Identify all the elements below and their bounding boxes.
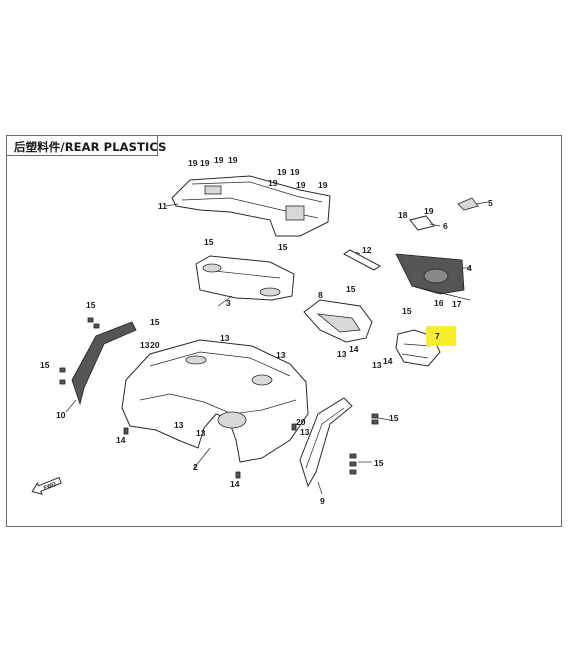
callout-14-d: 14 [230, 479, 240, 489]
rear-rack-part[interactable] [171, 175, 331, 237]
callout-12: 12 [362, 245, 372, 255]
callout-5: 5 [488, 198, 493, 208]
leader-lines [65, 201, 489, 495]
callout-3: 3 [226, 298, 231, 308]
title-box [6, 135, 158, 156]
callout-13-h: 13 [300, 427, 310, 437]
highlight-callout-7[interactable]: 7 [426, 326, 456, 346]
callout-2: 2 [193, 462, 198, 472]
callout-18: 18 [398, 210, 408, 220]
fwd-label: FWD [43, 481, 57, 491]
callout-15-a: 15 [204, 237, 214, 247]
fastener-group [59, 317, 379, 479]
callout-14-b: 14 [383, 356, 393, 366]
callout-15-i: 15 [374, 458, 384, 468]
callout-10: 10 [56, 410, 66, 420]
callout-9: 9 [320, 496, 325, 506]
callout-14-a: 14 [349, 344, 359, 354]
callout-13-f: 13 [174, 420, 184, 430]
callout-8: 8 [318, 290, 323, 300]
right-mudflap-part[interactable] [299, 397, 353, 488]
callout-15-e: 15 [86, 300, 96, 310]
callout-7: 7 [435, 331, 440, 341]
left-mudflap-part[interactable] [71, 321, 137, 406]
inner-panel-part[interactable] [195, 255, 295, 301]
callout-15-d: 15 [402, 306, 412, 316]
callout-19-b: 19 [200, 158, 210, 168]
callout-15-h: 15 [389, 413, 399, 423]
callout-19-i: 19 [318, 180, 328, 190]
callout-4: 4 [467, 263, 472, 273]
callout-13-g: 13 [196, 428, 206, 438]
clip-part[interactable] [457, 197, 479, 211]
callout-15-b: 15 [278, 242, 288, 252]
callout-13-b: 13 [372, 360, 382, 370]
rear-fender-part[interactable] [121, 339, 309, 463]
callout-19-c: 19 [214, 155, 224, 165]
callout-13-d: 13 [220, 333, 230, 343]
callout-20-a: 20 [150, 340, 160, 350]
callout-20-b: 20 [296, 417, 306, 427]
fwd-badge: FWD [31, 476, 62, 495]
callout-14-c: 14 [116, 435, 126, 445]
callout-11: 11 [158, 201, 167, 211]
page-title: 后塑料件/REAR PLASTICS [14, 140, 167, 154]
callout-19-j: 19 [424, 206, 434, 216]
callout-13-e: 13 [276, 350, 286, 360]
callout-19-e: 19 [277, 167, 287, 177]
callout-16: 16 [434, 298, 444, 308]
callout-15-c: 15 [346, 284, 356, 294]
callout-19-h: 19 [296, 180, 306, 190]
rod-part[interactable] [343, 249, 381, 271]
diagram-frame [6, 135, 562, 527]
callout-15-f: 15 [150, 317, 160, 327]
callout-15-g: 15 [40, 360, 50, 370]
callout-13-c: 13 [140, 340, 150, 350]
callout-19-a: 19 [188, 158, 198, 168]
callout-19-g: 19 [268, 178, 278, 188]
callout-13-a: 13 [337, 349, 347, 359]
callout-19-d: 19 [228, 155, 238, 165]
forward-arrow-icon [31, 476, 62, 495]
taillight-panel-part[interactable] [395, 253, 471, 301]
callout-6-a: 6 [443, 221, 448, 231]
small-bracket-part[interactable] [409, 215, 435, 231]
callout-17: 17 [452, 299, 462, 309]
center-tray-part[interactable] [303, 299, 373, 343]
callout-19-f: 19 [290, 167, 300, 177]
